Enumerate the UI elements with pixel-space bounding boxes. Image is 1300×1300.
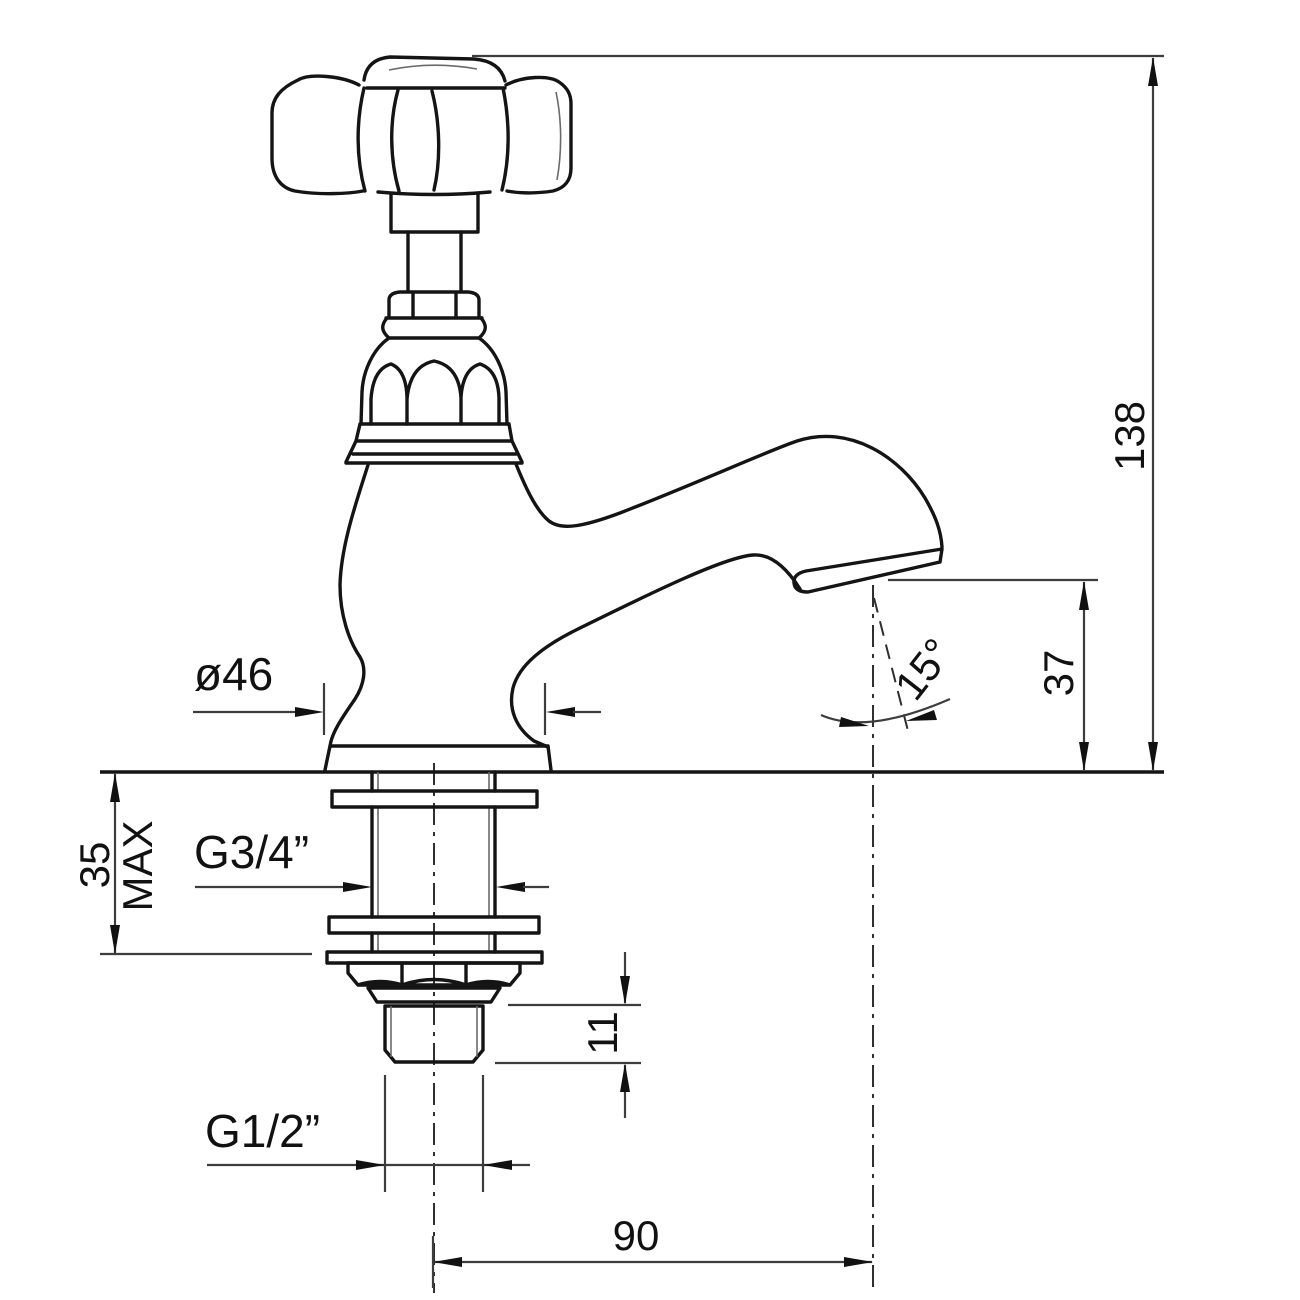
dim-body-diameter: ø46 [193,648,601,735]
tail-thread-inner-lines [390,1006,478,1057]
handle-dome [362,55,507,83]
spout-tip-lip [792,547,944,594]
bonnet-hex-collar [384,290,484,320]
angle-15-arc [820,697,951,724]
dim-overall-height: 138 [472,54,1164,771]
dim-35-arrow-up [110,773,120,802]
dim-g34-label: G3/4” [194,826,309,878]
dim-flow-angle: 15° [820,597,962,732]
dim-dia46-arrow-right [295,707,324,717]
dim-138-arrow-up [1148,57,1158,86]
dim-g34-arrow-left [496,882,525,892]
bell-shroud [359,336,509,426]
tail-collar [366,986,502,1004]
spout-underside-outline [509,553,802,749]
dim-g12-arrow-left [483,1160,512,1170]
dim-138-label: 138 [1106,401,1153,471]
dim-90-arrow-right [844,1257,873,1267]
angle-15-label: 15° [886,630,962,709]
handle-right-wing-crease [500,86,510,192]
dim-tail-thread: G1/2” [205,1075,530,1192]
bonnet-waist [381,316,487,340]
body-left-outline [328,463,370,749]
handle-right-wing-highlight [555,91,562,181]
threaded-tail [383,1004,485,1064]
spindle [406,230,463,293]
body-and-spout [323,434,944,772]
top-washer [330,789,539,809]
hex-backnut [346,961,522,987]
handle-hub-bottom [376,190,492,197]
dim-deck-thickness: 35 MAX [71,773,312,956]
shank-walls [370,770,497,954]
dim-spout-reach: 90 [431,1212,873,1288]
crosshead-handle [270,55,573,197]
handle-neck [389,192,480,234]
shank-thread-inner-lines [377,772,490,952]
centerlines [433,585,874,1293]
dim-shank-thread: G3/4” [194,826,549,892]
dim-90-arrow-left [433,1257,462,1267]
bell-scallop-arches [369,359,501,426]
dim-37-label: 37 [1035,650,1082,697]
handle-front-spoke-crease-left [390,88,401,193]
bonnet-assembly [344,192,524,465]
handle-front-spoke-crease-right [430,89,441,192]
dim-90-label: 90 [613,1212,660,1259]
handle-left-wing-crease [356,86,367,193]
dim-11-arrow-up [620,1063,630,1092]
base-flange [323,744,553,772]
dim-g12-label: G1/2” [205,1105,320,1157]
spout-top-outline [514,434,944,549]
dim-37-arrow-up [1079,581,1089,610]
dim-11-arrow-down [620,976,630,1005]
handle-left-wing [270,74,365,196]
angle-15-arrow-left [839,717,869,727]
tap-part [100,55,1164,1064]
dim-11-label: 11 [579,1011,626,1055]
dim-g34-arrow-right [343,882,372,892]
dim-dia46-arrow-left [546,707,575,717]
dim-138-arrow-down [1148,742,1158,771]
dimension-annotations: 138 37 35 MAX ø46 [71,54,1164,1288]
backnut-plate [327,915,541,935]
dim-35-arrow-down [110,925,120,954]
skirt-band [344,422,524,465]
dim-tail-length: 11 [495,952,641,1118]
handle-right-wing [504,75,573,195]
dim-max-label: MAX [114,820,161,911]
dim-35-label: 35 [71,842,118,889]
handle-dome-inner-line [388,64,478,71]
angle-15-arrow-right [906,710,937,721]
shank-stack [325,770,544,1064]
dim-37-arrow-down [1079,742,1089,771]
dim-spout-clearance: 37 [888,578,1098,771]
dim-g12-arrow-right [356,1160,385,1170]
dim-dia46-label: ø46 [194,648,273,700]
